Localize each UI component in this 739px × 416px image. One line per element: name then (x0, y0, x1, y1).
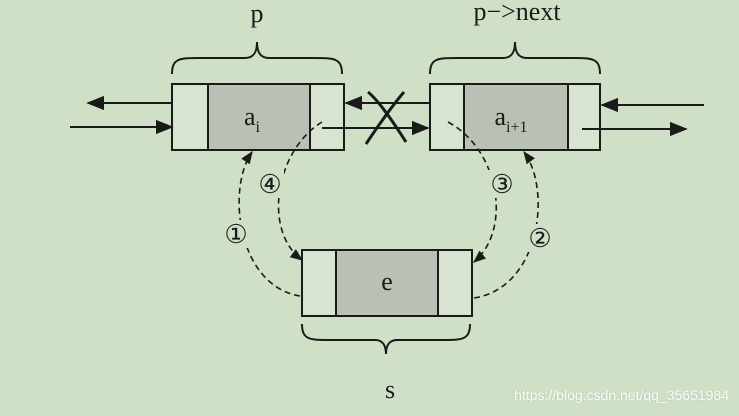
node-ai-subscript: i (256, 119, 261, 136)
label-p-next: p−>next (473, 0, 561, 26)
node-e-label: e (381, 267, 393, 296)
node-ai (171, 83, 345, 151)
node-e (301, 249, 473, 317)
step-4-label: ④ (258, 170, 281, 199)
step-marker-3: ③ (488, 170, 516, 199)
node-ai1-subscript: i+1 (506, 119, 527, 136)
node-ai1 (429, 83, 601, 151)
step-1-label: ① (224, 220, 247, 249)
step-2-label: ② (528, 224, 551, 253)
node-ai1-base: a (494, 102, 506, 131)
brace-p-next (429, 41, 601, 75)
node-ai-label: ai (244, 102, 261, 136)
brace-p (171, 41, 343, 75)
label-s: s (385, 375, 395, 404)
label-p: p (251, 0, 264, 28)
brace-s (301, 323, 471, 355)
step-3-label: ③ (490, 170, 513, 199)
step-marker-4: ④ (256, 170, 284, 199)
step-marker-1: ① (222, 220, 250, 249)
node-ai-base: a (244, 102, 256, 131)
step-marker-2: ② (526, 224, 554, 253)
dashed-arrow-1 (238, 150, 301, 297)
cross-mark (364, 90, 408, 145)
node-ai1-label: ai+1 (494, 102, 527, 136)
watermark-text: https://blog.csdn.net/qq_35651984 (514, 387, 729, 403)
